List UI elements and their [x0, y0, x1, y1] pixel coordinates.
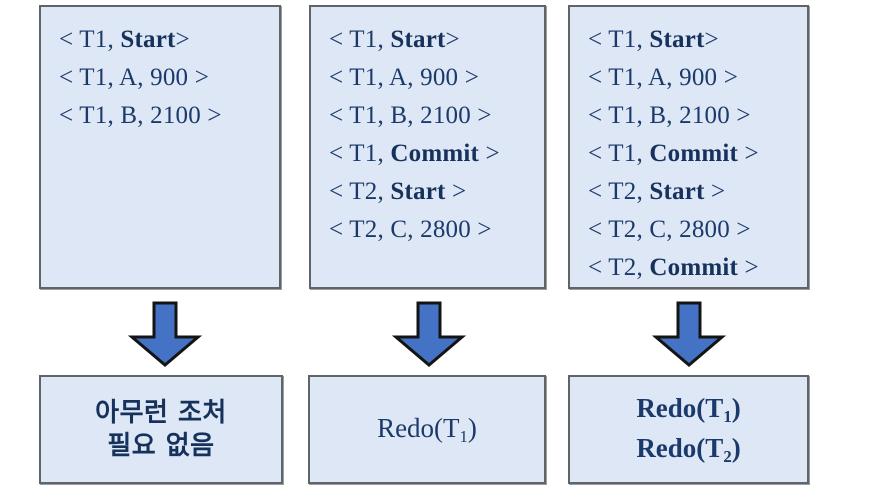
log-entry: < T1, B, 2100 > [329, 102, 492, 129]
log-entry: < T1, A, 900 > [59, 64, 209, 91]
result-line-list: Redo(T1) [377, 410, 477, 450]
log-entry: < T2, C, 2800 > [588, 216, 751, 243]
log-entry: < T1, A, 900 > [588, 64, 738, 91]
transaction-subscript: 2 [723, 446, 732, 466]
log-entry: < T1, Start> [329, 26, 460, 53]
log-entry: < T1, A, 900 > [329, 64, 479, 91]
log-line-list: < T1, Start> < T1, A, 900 > < T1, B, 2100 … [41, 7, 279, 135]
log-box-case-3: < T1, Start> < T1, A, 900 > < T1, B, 2100 … [568, 5, 809, 289]
log-line-list: < T1, Start> < T1, A, 900 > < T1, B, 2100 … [311, 7, 544, 249]
result-box-case-3: Redo(T1) Redo(T2) [568, 375, 809, 484]
result-text: Redo(T1) [636, 392, 741, 426]
down-arrow-case-2 [391, 301, 467, 368]
log-entry-keyword: Start [390, 26, 446, 53]
log-entry: < T1, Start> [59, 26, 190, 53]
down-arrow-case-3 [651, 301, 727, 368]
log-box-case-2: < T1, Start> < T1, A, 900 > < T1, B, 2100 … [309, 5, 546, 289]
log-entry: < T1, B, 2100 > [588, 102, 751, 129]
log-entry: < T2, Start > [588, 178, 726, 205]
down-arrow-case-1 [127, 301, 203, 368]
log-entry: < T2, C, 2800 > [329, 216, 492, 243]
result-box-case-2: Redo(T1) [308, 375, 546, 484]
result-text: 아무런 조처 [95, 397, 227, 428]
log-entry-keyword: Commit [649, 140, 739, 167]
transaction-subscript: 1 [723, 406, 732, 426]
result-text: 필요 없음 [107, 430, 215, 461]
log-entry: < T1, B, 2100 > [59, 102, 222, 129]
log-entry-keyword: Commit [390, 140, 480, 167]
log-entry: < T1, Start> [588, 26, 719, 53]
result-text: Redo(T2) [636, 432, 741, 466]
log-entry: < T2, Start > [329, 178, 467, 205]
log-entry: < T1, Commit > [588, 140, 759, 167]
log-entry-keyword: Start [390, 178, 446, 205]
transaction-subscript: 1 [459, 426, 468, 446]
log-line-list: < T1, Start> < T1, A, 900 > < T1, B, 2100 … [570, 7, 807, 287]
log-entry-keyword: Start [649, 26, 705, 53]
log-box-case-1: < T1, Start> < T1, A, 900 > < T1, B, 2100 … [39, 5, 281, 289]
log-entry-keyword: Start [120, 26, 176, 53]
log-entry: < T2, Commit > [588, 254, 759, 281]
result-text: Redo(T1) [377, 412, 477, 446]
log-entry-keyword: Commit [649, 254, 739, 281]
log-entry: < T1, Commit > [329, 140, 500, 167]
log-entry-keyword: Start [649, 178, 705, 205]
result-line-list: Redo(T1) Redo(T2) [636, 390, 740, 470]
